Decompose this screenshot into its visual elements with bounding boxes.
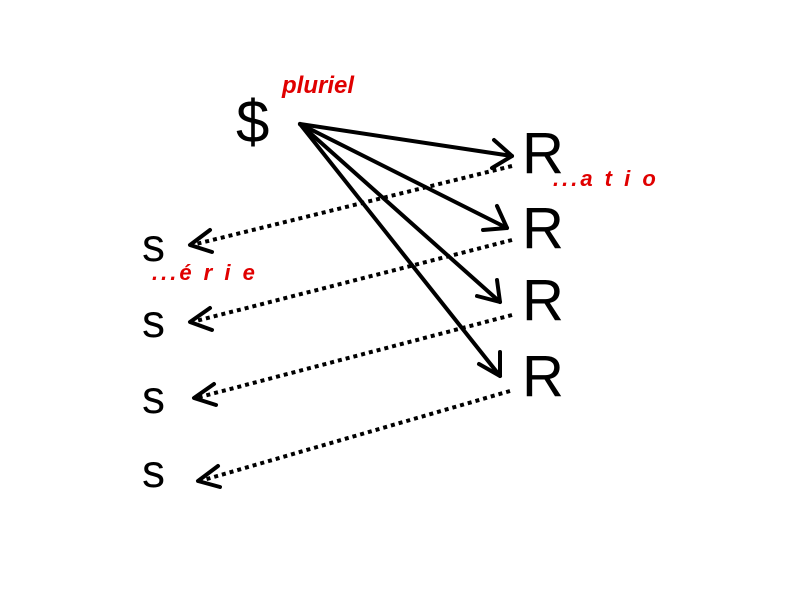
result-s2: s [142,295,165,347]
target-r3: R [522,268,564,333]
target-r4: R [522,344,564,409]
solid-arrow-r2 [298,122,509,232]
arrowhead-s3 [192,382,218,407]
result-s3: s [142,371,165,423]
arrowhead-s2 [188,306,214,332]
dotted-arrow-s1 [191,164,513,247]
dotted-arrow-s2 [191,238,513,324]
dotted-arrow-s3 [195,313,513,400]
solid-arrow-r3 [298,122,502,304]
result-s4: s [142,445,165,497]
result-note-erie: ...é r i e [152,260,258,285]
dotted-arrow-s4 [199,389,511,483]
result-s1: s [142,219,165,271]
root-note-pluriel: pluriel [282,72,355,99]
solid-arrow-r4 [298,122,502,378]
target-r2: R [522,196,564,261]
solid-arrow-r1 [298,122,514,170]
arrowhead-s4 [196,464,222,489]
arrowhead-s1 [188,228,214,254]
target-note-atio: ...a t i o [553,166,659,191]
root-dollar-symbol: $ [236,88,270,155]
target-r1: R [522,121,564,186]
